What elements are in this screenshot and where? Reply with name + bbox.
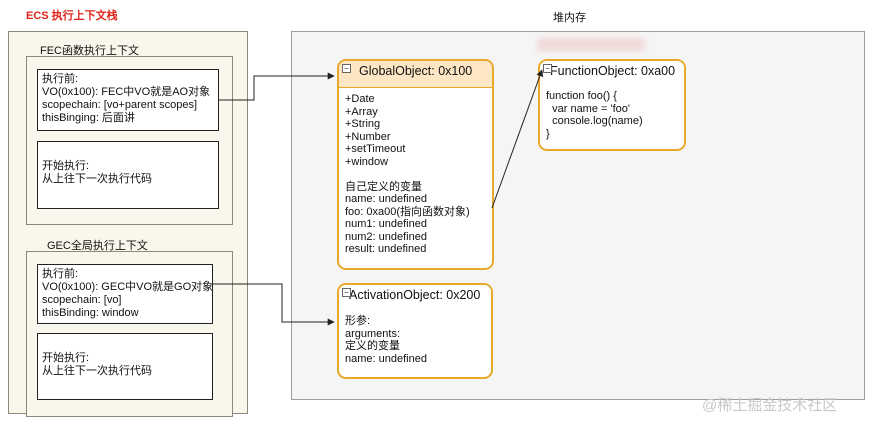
fec-before-line: scopechain: [vo+parent scopes] — [42, 99, 198, 111]
fec-title: FEC函数执行上下文 — [40, 45, 139, 57]
redacted-area — [537, 38, 645, 51]
activation-object-line: name: undefined — [345, 352, 427, 365]
global-object-body: +Date +Array +String +Number +setTimeout… — [339, 88, 492, 261]
function-object: − FunctionObject: 0xa00 function foo() {… — [538, 59, 686, 151]
gec-title: GEC全局执行上下文 — [47, 240, 148, 252]
global-object-line: +Date — [345, 93, 375, 105]
global-object-line: num1: undefined — [345, 218, 427, 230]
function-object-line: } — [546, 127, 550, 140]
collapse-icon: − — [543, 64, 552, 73]
watermark: @稀土掘金技术社区 — [702, 397, 838, 414]
collapse-icon: − — [342, 64, 351, 73]
gec-before-box: 执行前: VO(0x100): GEC中VO就是GO对象 scopechain:… — [37, 264, 213, 324]
function-object-title: FunctionObject: 0xa00 — [540, 61, 684, 88]
gec-before-line: scopechain: [vo] — [42, 294, 122, 306]
gec-before-line: thisBinding: window — [42, 307, 139, 319]
global-object-line: +setTimeout — [345, 143, 406, 155]
heap-title: 堆内存 — [553, 12, 586, 24]
gec-exec-box: 开始执行: 从上往下一次执行代码 — [37, 333, 213, 400]
activation-object-line: 定义的变量 — [345, 340, 400, 352]
function-object-line: console.log(name) — [546, 115, 643, 127]
collapse-icon: − — [342, 288, 351, 297]
global-object-line: result: undefined — [345, 243, 427, 255]
global-object-line: +window — [345, 155, 389, 168]
fec-exec-line: 从上往下一次执行代码 — [42, 173, 152, 185]
global-object-line: name: undefined — [345, 193, 427, 205]
fec-vo-to-global-object-arrow — [219, 72, 335, 101]
fec-before-line: thisBinging: 后面讲 — [42, 112, 135, 124]
activation-object: − ActivationObject: 0x200 形参: arguments:… — [337, 283, 493, 379]
gec-before-line: VO(0x100): GEC中VO就是GO对象 — [42, 281, 214, 293]
activation-object-body: 形参: arguments: 定义的变量 name: undefined — [339, 312, 491, 370]
global-object-line: num2: undefined — [345, 230, 427, 243]
gec-before-line: 执行前: — [42, 268, 79, 280]
global-object-line: +String — [345, 118, 381, 130]
fec-exec-line: 开始执行: — [42, 160, 90, 172]
gec-exec-line: 从上往下一次执行代码 — [42, 365, 152, 377]
global-object-line: foo: 0xa00(指向函数对象) — [345, 205, 470, 218]
global-object-line: +Array — [345, 105, 378, 118]
activation-object-line: arguments: — [345, 327, 401, 340]
function-object-body: function foo() { var name = 'foo' consol… — [540, 88, 684, 145]
function-object-line: function foo() { — [546, 90, 617, 102]
gec-exec-line: 开始执行: — [42, 352, 90, 364]
fec-before-line: VO(0x100): FEC中VO就是AO对象 — [42, 86, 211, 98]
global-object-line: 自己定义的变量 — [345, 180, 422, 193]
global-object-title: GlobalObject: 0x100 — [339, 61, 492, 88]
fec-before-box: 执行前: VO(0x100): FEC中VO就是AO对象 scopechain:… — [37, 69, 219, 131]
fec-before-line: 执行前: — [42, 73, 79, 85]
foo-to-function-object-arrow — [491, 69, 544, 209]
function-object-line: var name = 'foo' — [546, 102, 630, 115]
activation-object-line: 形参: — [345, 315, 371, 327]
ecs-title: ECS 执行上下文栈 — [26, 10, 118, 22]
activation-object-title: ActivationObject: 0x200 — [339, 285, 491, 312]
global-object-line: +Number — [345, 130, 391, 143]
fec-exec-box: 开始执行: 从上往下一次执行代码 — [37, 141, 219, 209]
global-object: − GlobalObject: 0x100 +Date +Array +Stri… — [337, 59, 494, 270]
gec-vo-to-activation-object-arrow — [213, 283, 335, 326]
